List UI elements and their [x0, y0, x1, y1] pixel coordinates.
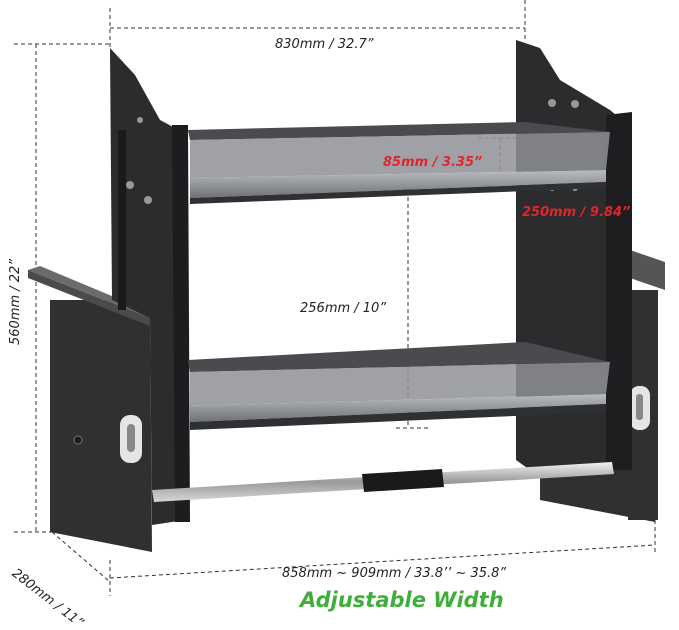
left-side-frame: [110, 48, 190, 525]
lower-shelf: [188, 342, 610, 430]
adjustable-width-dimension-label: 858mm ~ 909mm / 33.8’’ ~ 35.8”: [282, 566, 507, 581]
total-height-label: 560mm / 22”: [8, 258, 23, 345]
shelf-lip-height-label: 85mm / 3.35”: [383, 155, 483, 170]
shelf-spacing-label: 250mm / 9.84”: [522, 205, 631, 220]
inner-height-label: 256mm / 10”: [300, 301, 387, 316]
adjustable-width-caption: Adjustable Width: [300, 588, 504, 612]
handle-bar: [152, 462, 614, 502]
upper-shelf: [188, 122, 610, 204]
top-width-label: 830mm / 32.7”: [275, 37, 374, 52]
